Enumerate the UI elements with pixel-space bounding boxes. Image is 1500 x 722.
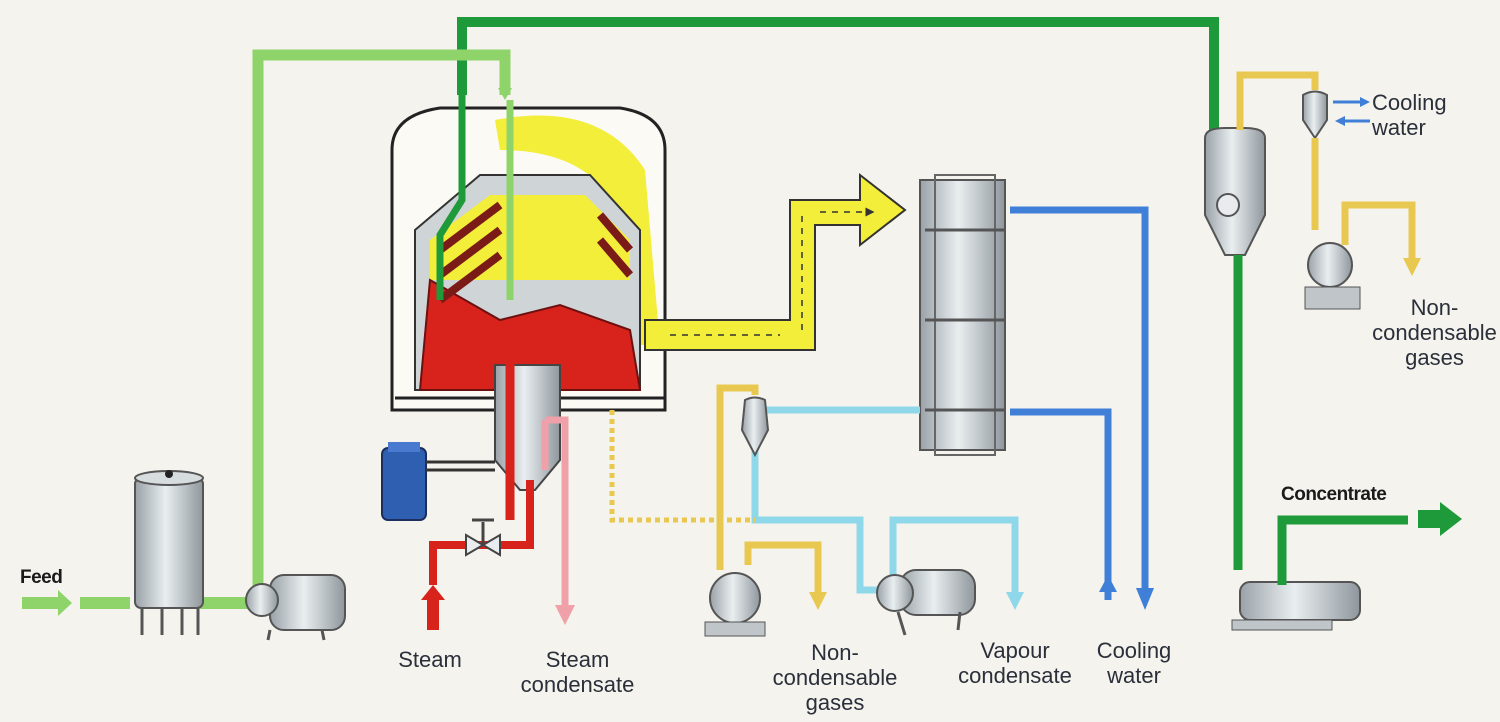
feed-line [80, 49, 512, 609]
vent-separator-middle [716, 384, 770, 570]
feed-pump [245, 574, 346, 641]
balance-tank [134, 470, 204, 635]
concentrate-pump [1231, 502, 1462, 631]
non-condensable-gases-label-right: Non- condensable gases [1372, 295, 1497, 370]
vapour-duct [644, 172, 907, 351]
evaporator-vessel [390, 95, 667, 520]
feed-arrow [22, 590, 72, 616]
cooling-water-label-top: Cooling water [1372, 90, 1447, 140]
non-condensable-gases-label-middle: Non- condensable gases [772, 640, 898, 715]
plate-condenser [919, 174, 1006, 456]
separator-vessel [1204, 127, 1266, 570]
condensate-pump [876, 569, 976, 636]
drive-motor [381, 442, 495, 521]
feed-label: Feed [20, 567, 63, 588]
steam-condensate-label: Steam condensate [520, 647, 635, 697]
vacuum-pump-middle [704, 541, 827, 637]
cooling-water-lines [1010, 206, 1154, 610]
vent-condenser-top [1236, 71, 1370, 230]
steam-condensate-line [541, 416, 575, 625]
vapour-condensate-line [609, 406, 1024, 610]
vacuum-pump-right [1304, 201, 1421, 310]
steam-label: Steam [398, 647, 462, 672]
vapour-condensate-label: Vapour condensate [958, 638, 1072, 688]
concentrate-label: Concentrate [1281, 484, 1387, 505]
cooling-water-label-bottom: Cooling water [1096, 638, 1172, 688]
steam-line [421, 480, 534, 630]
